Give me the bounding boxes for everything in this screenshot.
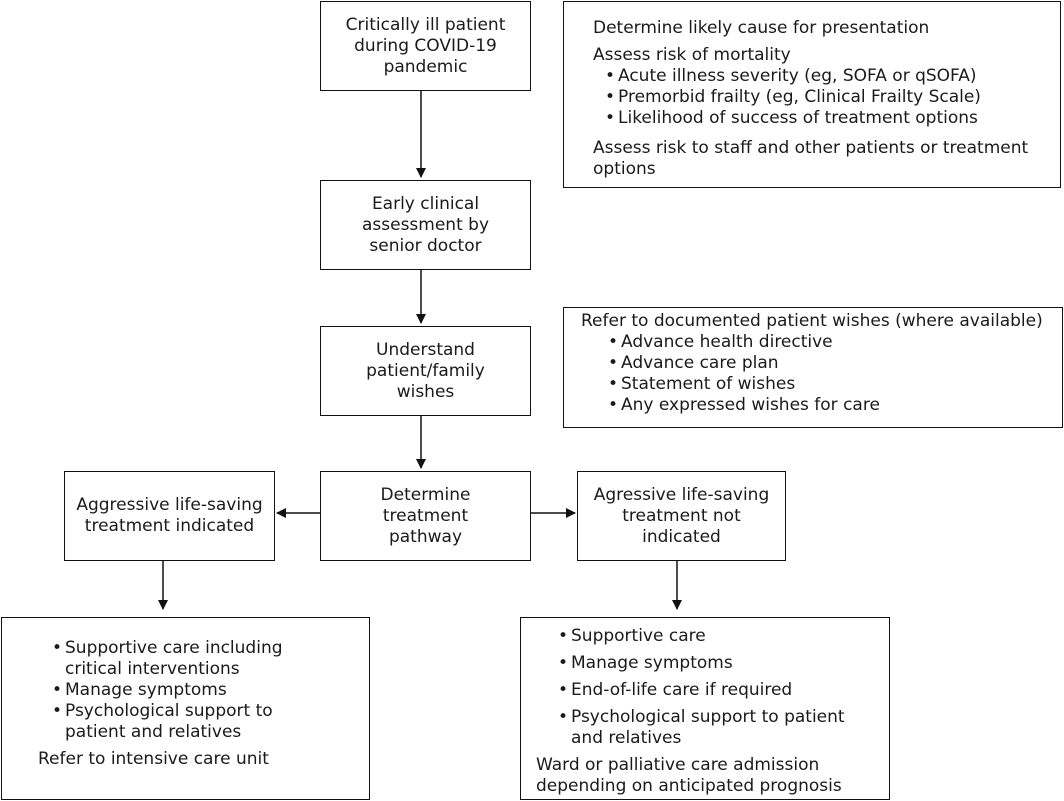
indicated-box: Aggressive life-saving treatment indicat… [64, 471, 275, 561]
list-item: Psychological support to patient and rel… [558, 707, 878, 749]
assessment-line-1: Early clinical [371, 193, 480, 214]
list-item: Advance health directive [608, 332, 1056, 353]
not-indicated-box: Agressive life-saving treatment not indi… [577, 471, 786, 561]
pathway-line-1: Determine [380, 484, 471, 505]
pathway-box: Determine treatment pathway [320, 471, 531, 561]
patient-wishes-list: Advance health directive Advance care pl… [608, 332, 1056, 416]
assessment-notes-line-1: Determine likely cause for presentation [593, 18, 930, 38]
list-item: Psychological support to patient and rel… [52, 701, 297, 743]
indicated-line-1: Aggressive life-saving [76, 495, 263, 515]
assessment-notes-line-2: Assess risk of mortality [593, 45, 791, 65]
start-box: Critically ill patient during COVID-19 p… [320, 1, 531, 91]
assessment-line-3: senior doctor [369, 235, 482, 256]
list-item: Statement of wishes [608, 374, 1056, 395]
indicated-care-box: Supportive care including critical inter… [1, 617, 370, 800]
start-line-1: Critically ill patient [345, 14, 506, 35]
indicated-care-footer: Refer to intensive care unit [38, 749, 269, 769]
not-indicated-care-footer: Ward or palliative care admission depend… [536, 755, 842, 796]
indicated-line-2: treatment indicated [84, 516, 255, 536]
indicated-care-list: Supportive care including critical inter… [52, 638, 297, 743]
list-item: Advance care plan [608, 353, 1056, 374]
wishes-line-2: patient/family [366, 360, 485, 381]
list-item: Acute illness severity (eg, SOFA or qSOF… [605, 66, 1054, 87]
assessment-notes-line-3: Assess risk to staff and other patients … [593, 138, 1029, 179]
pathway-line-2: treatment [382, 505, 469, 526]
list-item: Manage symptoms [52, 680, 297, 701]
not-indicated-line-2: treatment not [622, 505, 741, 526]
list-item: Likelihood of success of treatment optio… [605, 108, 1054, 129]
not-indicated-care-list: Supportive care Manage symptoms End-of-l… [558, 626, 878, 749]
list-item: Premorbid frailty (eg, Clinical Frailty … [605, 87, 1054, 108]
wishes-notes-box: Refer to documented patient wishes (wher… [563, 307, 1063, 428]
list-item: End-of-life care if required [558, 680, 878, 701]
list-item: Supportive care including critical inter… [52, 638, 297, 680]
assessment-line-2: assessment by [361, 214, 490, 235]
list-item: Any expressed wishes for care [608, 395, 1056, 416]
wishes-line-1: Understand [376, 339, 475, 360]
assessment-notes-box: Determine likely cause for presentation … [563, 1, 1061, 188]
pathway-line-3: pathway [388, 526, 462, 547]
not-indicated-line-1: Agressive life-saving [593, 484, 770, 505]
wishes-box: Understand patient/family wishes [320, 326, 531, 416]
mortality-risk-list: Acute illness severity (eg, SOFA or qSOF… [605, 66, 1054, 129]
list-item: Manage symptoms [558, 653, 878, 674]
not-indicated-line-3: indicated [642, 526, 721, 547]
start-line-2: during COVID-19 [354, 35, 497, 56]
assessment-box: Early clinical assessment by senior doct… [320, 180, 531, 270]
wishes-line-3: wishes [396, 381, 455, 402]
wishes-notes-heading: Refer to documented patient wishes (wher… [581, 311, 1043, 331]
start-line-3: pandemic [383, 56, 468, 77]
not-indicated-care-box: Supportive care Manage symptoms End-of-l… [520, 617, 890, 800]
list-item: Supportive care [558, 626, 878, 647]
